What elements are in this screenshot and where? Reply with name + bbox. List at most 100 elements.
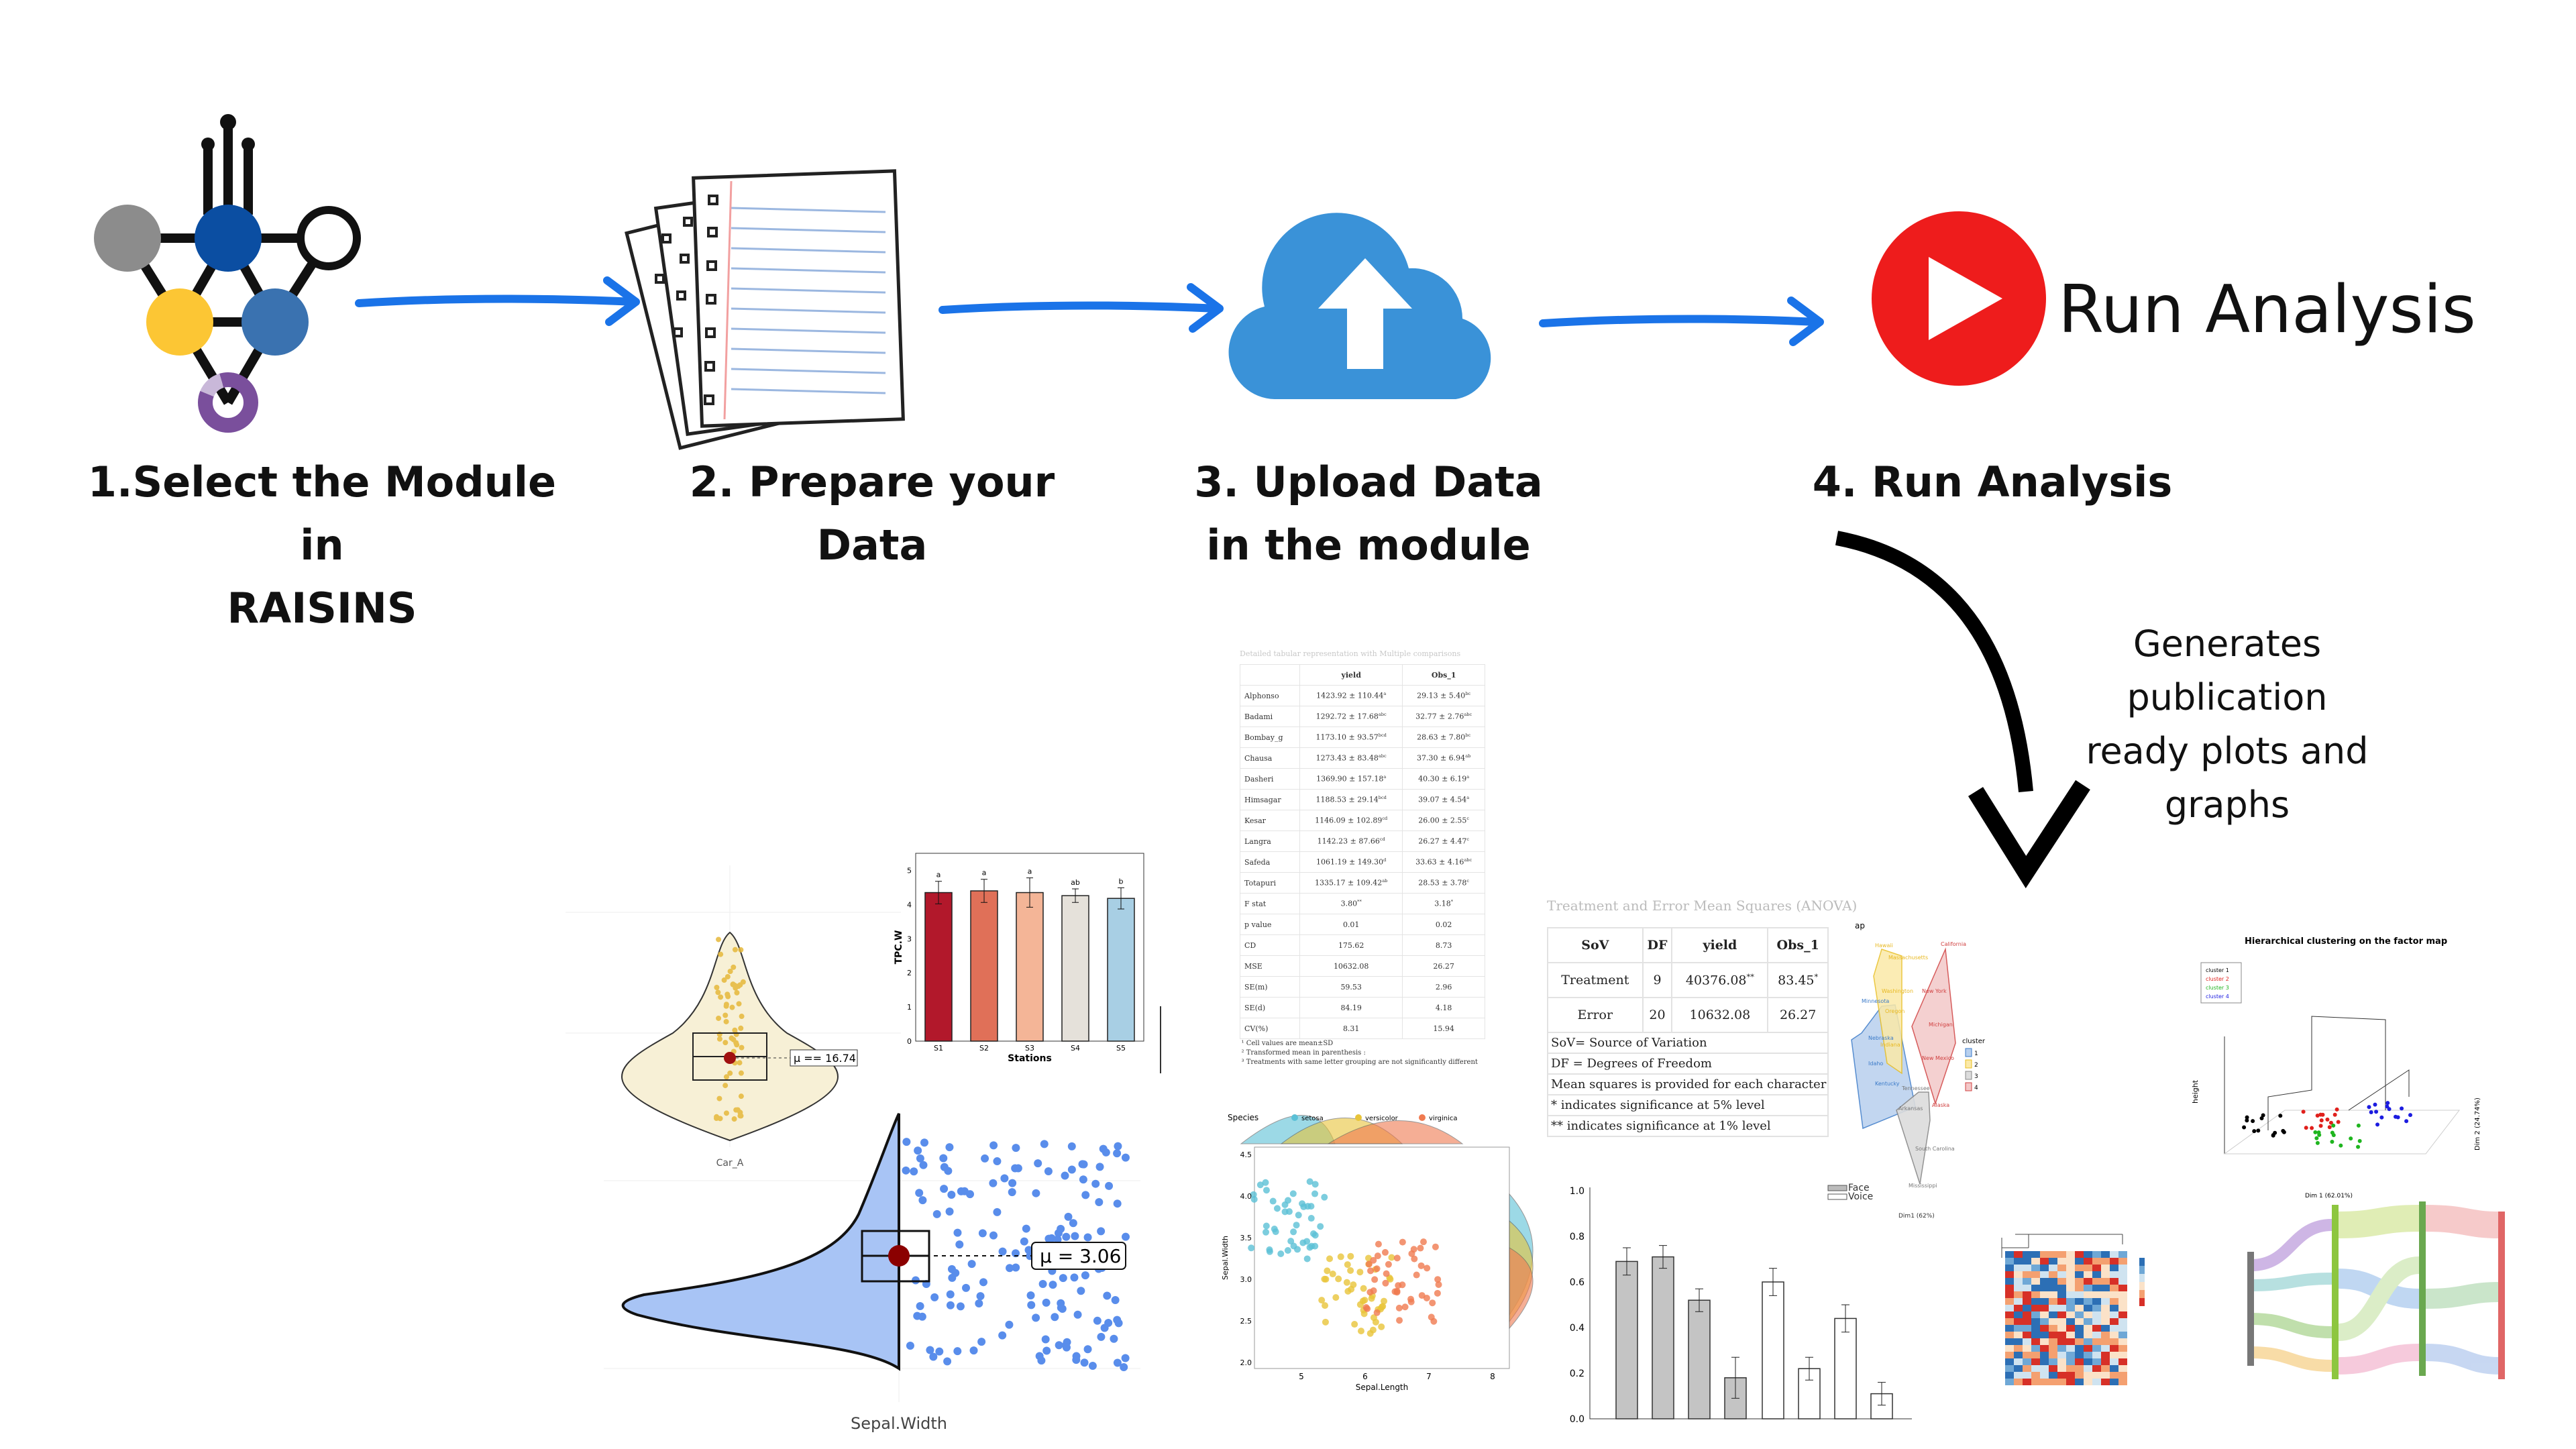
heatmap-cell <box>2023 1338 2031 1345</box>
legend-swatch <box>1355 1114 1362 1121</box>
data-point <box>1250 1195 1258 1203</box>
heatmap-cell <box>2118 1305 2127 1311</box>
data-point <box>2256 1128 2261 1133</box>
heatmap-cell <box>2092 1271 2101 1278</box>
heatmap-cell <box>2049 1278 2057 1285</box>
heatmap-cell <box>2101 1298 2110 1305</box>
heatmap-cell <box>2101 1265 2110 1271</box>
heatmap-cell <box>2049 1338 2057 1345</box>
heatmap-cell <box>2040 1345 2049 1352</box>
bar <box>924 892 953 1042</box>
yellow-node <box>146 288 213 356</box>
data-point <box>2319 1118 2324 1123</box>
heatmap-cell <box>2014 1345 2023 1352</box>
table-cell: F stat <box>1239 893 1301 914</box>
table-cell: DF <box>1642 927 1673 963</box>
grey-node <box>94 205 161 272</box>
table-cell: 15.94 <box>1402 1018 1485 1039</box>
heatmap-cell <box>2014 1325 2023 1332</box>
heatmap-cell <box>2101 1251 2110 1258</box>
heatmap-cell <box>2066 1265 2075 1271</box>
error-bar <box>935 881 942 904</box>
heatmap-cell <box>2084 1318 2092 1325</box>
data-point <box>967 1260 976 1269</box>
error-bar <box>1026 877 1033 908</box>
table-cell: 37.30 ± 6.94ab <box>1402 747 1485 769</box>
heatmap-cell <box>2118 1345 2127 1352</box>
heatmap-cell <box>2066 1285 2075 1291</box>
heatmap-cell <box>2031 1278 2040 1285</box>
heatmap-cell <box>2066 1358 2075 1365</box>
table-cell: 1142.23 ± 87.66cd <box>1299 830 1403 852</box>
heatmap-cell <box>2049 1251 2057 1258</box>
legend-label: virginica <box>1429 1115 1458 1122</box>
heatmap-cell <box>2101 1325 2110 1332</box>
heatmap-cell <box>2031 1271 2040 1278</box>
error-bar <box>1072 888 1079 903</box>
heatmap-legend <box>2139 1258 2145 1266</box>
run-analysis-button[interactable] <box>1872 211 2046 386</box>
data-point <box>734 989 740 996</box>
data-point <box>946 1301 955 1309</box>
data-point <box>1321 1193 1328 1201</box>
heatmap-cell <box>2057 1278 2066 1285</box>
bar <box>1107 898 1135 1042</box>
heatmap-cell <box>2014 1338 2023 1345</box>
axes <box>1589 1187 1912 1419</box>
heatmap-cell <box>2110 1345 2118 1352</box>
data-point <box>1369 1326 1377 1334</box>
table-cell: SE(m) <box>1239 976 1301 998</box>
heatmap-cell <box>2014 1285 2023 1291</box>
data-point <box>2315 1140 2320 1145</box>
heatmap-cell <box>2014 1365 2023 1372</box>
data-point <box>724 973 731 979</box>
data-point <box>914 1146 922 1155</box>
data-point <box>1311 1242 1319 1250</box>
heatmap-cell <box>2075 1271 2084 1278</box>
data-point <box>989 1231 998 1240</box>
heatmap-cell <box>2084 1298 2092 1305</box>
table-cell: 39.07 ± 4.54a <box>1402 789 1485 810</box>
y-tick-label: 0.0 <box>1570 1414 1585 1425</box>
data-point <box>2387 1107 2392 1112</box>
data-point <box>2314 1136 2319 1140</box>
density-curve <box>1327 1120 1464 1144</box>
table-cell: 8.73 <box>1402 934 1485 956</box>
heatmap-cell <box>2118 1251 2127 1258</box>
heatmap-cell <box>2005 1265 2014 1271</box>
heatmap-cell <box>2057 1318 2066 1325</box>
data-point <box>1373 1265 1381 1273</box>
heatmap-cell <box>2066 1298 2075 1305</box>
data-point <box>1262 1179 1269 1186</box>
heatmap-cell <box>2110 1265 2118 1271</box>
heatmap-cell <box>2110 1358 2118 1365</box>
bar <box>1652 1256 1674 1419</box>
data-point <box>1088 1362 1097 1371</box>
data-point <box>731 964 737 970</box>
data-point <box>1351 1321 1358 1328</box>
data-point <box>737 1113 743 1119</box>
data-point <box>2315 1113 2320 1118</box>
table-cell: 1146.09 ± 102.89cd <box>1299 810 1403 831</box>
data-point <box>1419 1238 1427 1246</box>
heatmap-cell <box>2057 1338 2066 1345</box>
heatmap-cell <box>2040 1365 2049 1372</box>
svg-text:Hawaii: Hawaii <box>1875 943 1893 949</box>
heatmap-cell <box>2110 1352 2118 1358</box>
data-point <box>723 1110 729 1116</box>
data-point <box>1113 1199 1122 1208</box>
heatmap-cell <box>2092 1251 2101 1258</box>
data-point <box>1322 1318 1329 1326</box>
x-axis-label: Sepal.Length <box>1356 1383 1409 1392</box>
data-point <box>2373 1102 2377 1107</box>
raisins-logo <box>94 114 361 433</box>
data-point <box>935 1347 944 1356</box>
table-cell: CV(%) <box>1239 1018 1301 1039</box>
table-cell <box>1239 664 1301 686</box>
heatmap-cell <box>2118 1278 2127 1285</box>
data-point <box>1042 1346 1051 1355</box>
data-point <box>732 947 738 953</box>
